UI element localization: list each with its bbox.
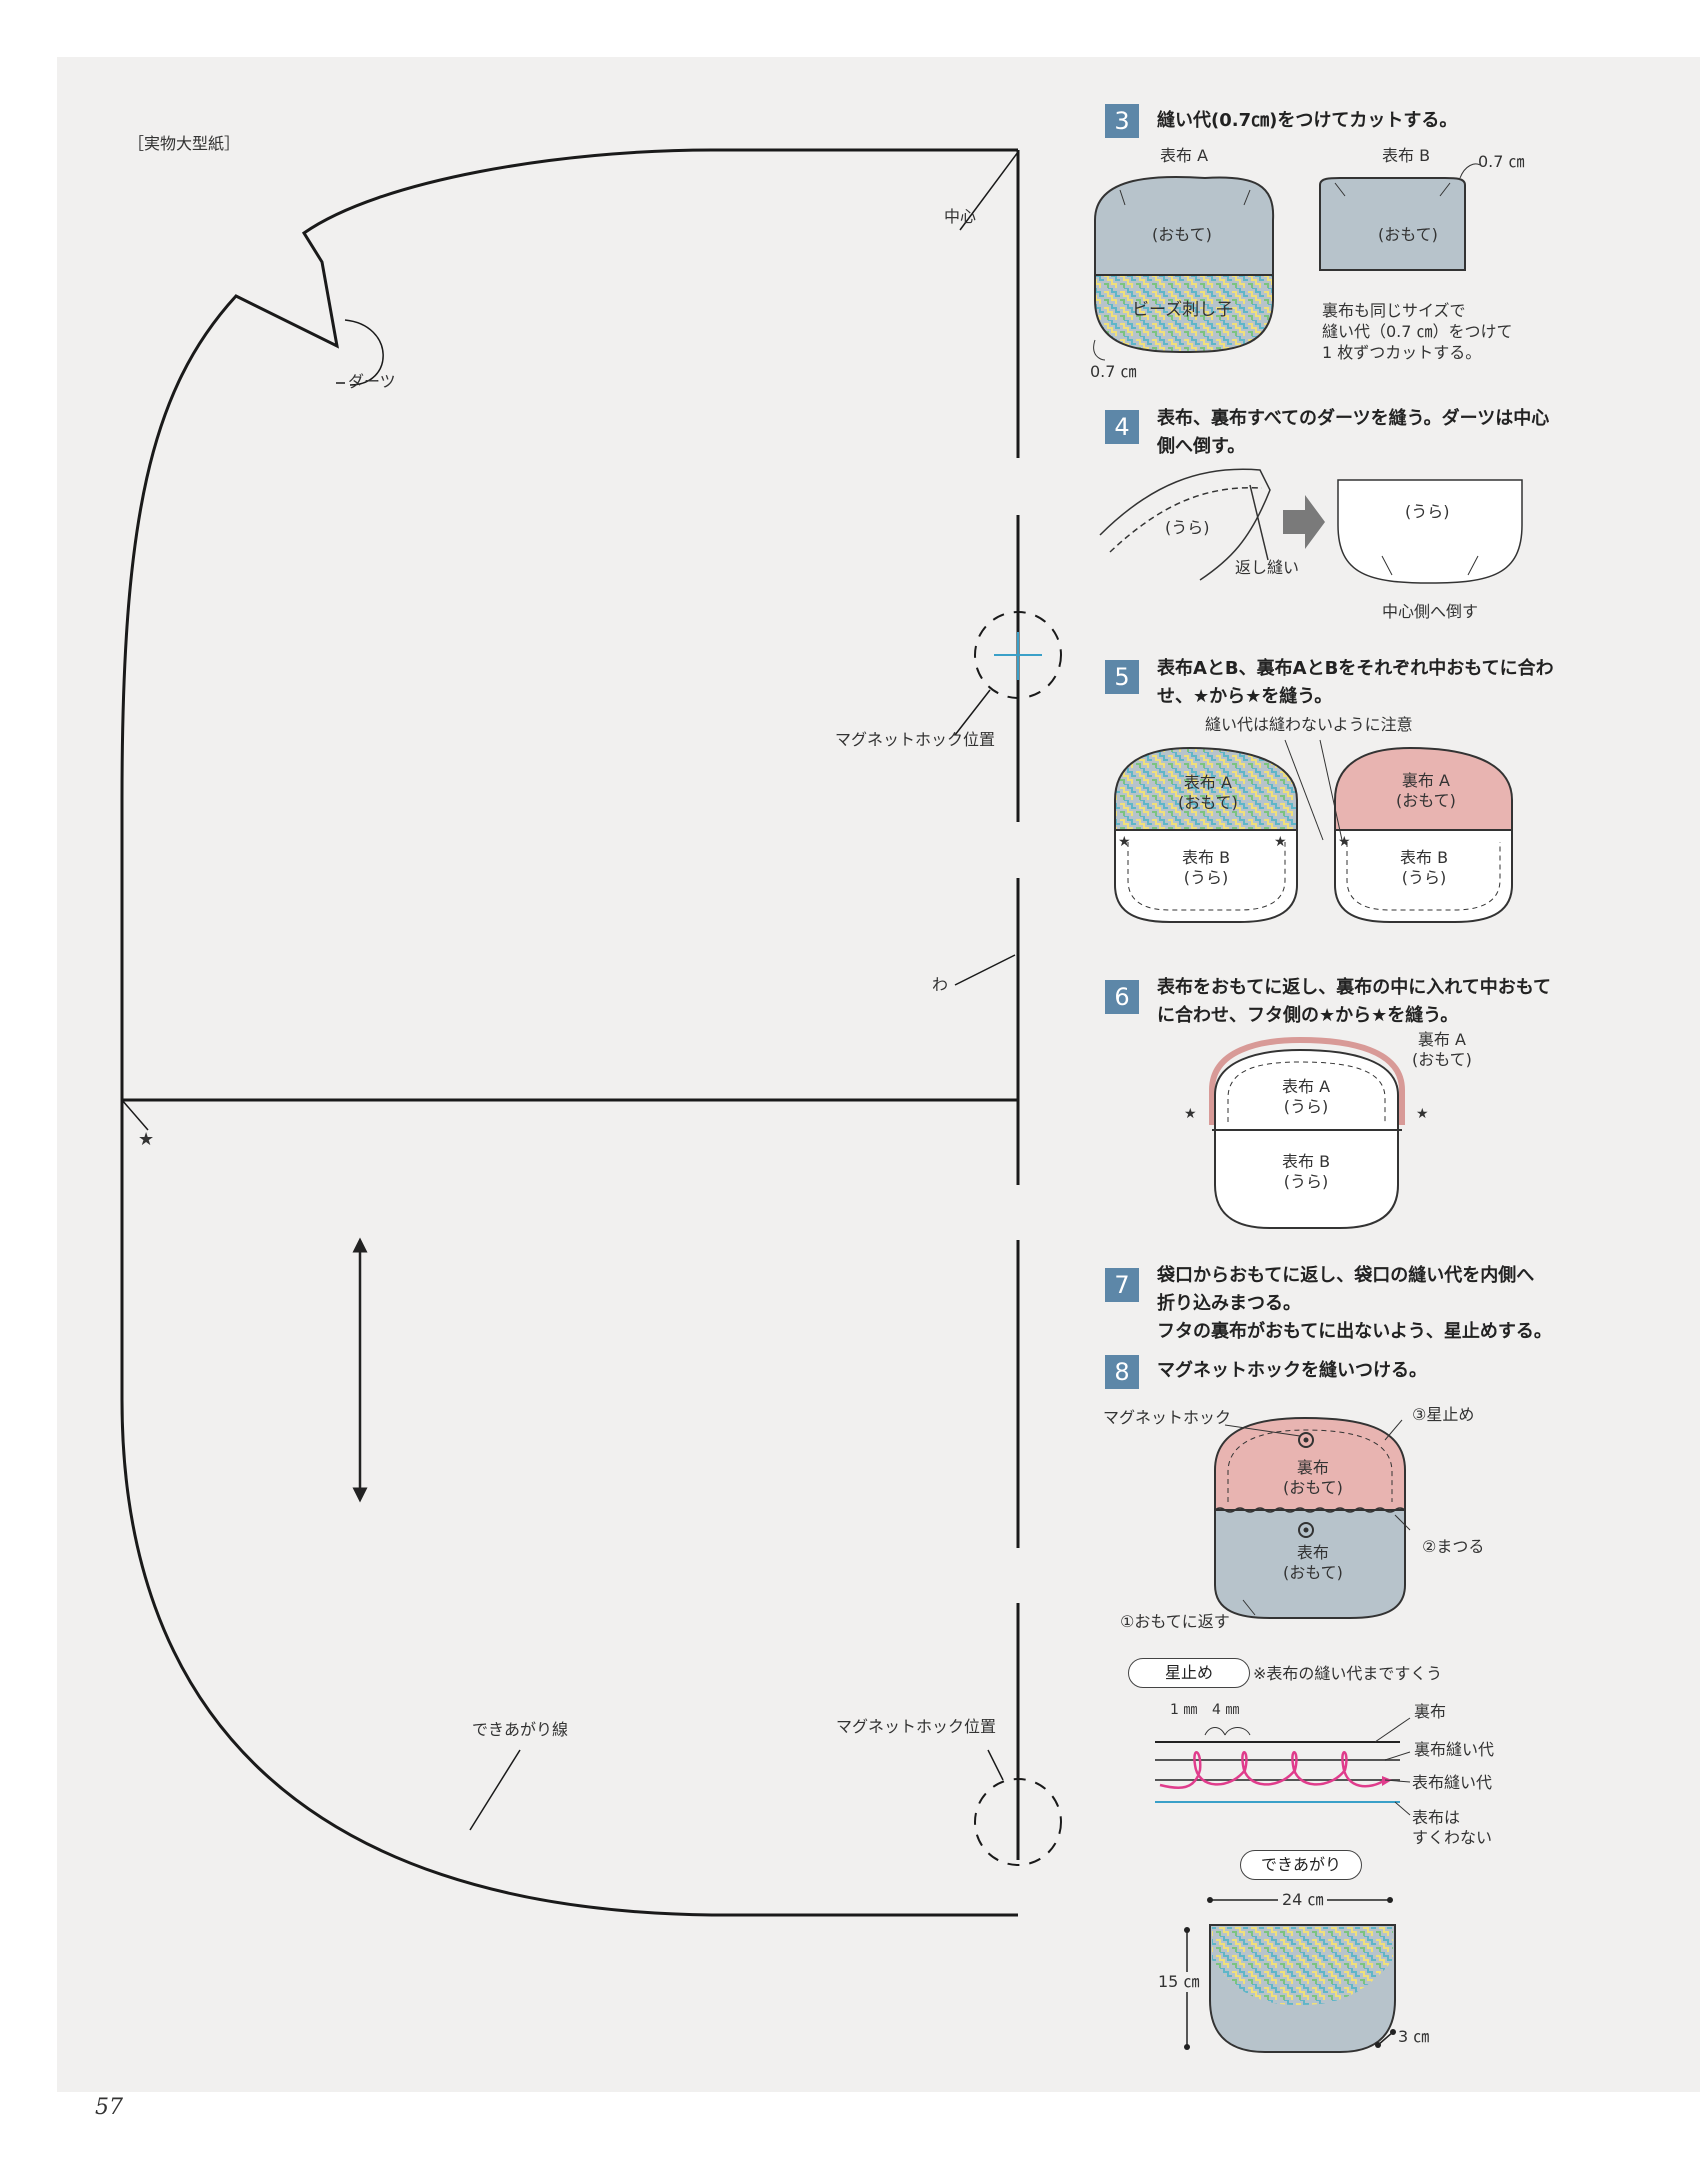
step8-turn: ①おもてに返す <box>1120 1612 1230 1631</box>
step-3-text: 縫い代(0.7㎝)をつけてカットする。 <box>1157 110 1458 131</box>
magnet-position-bottom-label: マグネットホック位置 <box>836 1717 997 1736</box>
hoshidome-l1: 裏布 <box>1414 1702 1447 1721</box>
step8-lining: 裏布(おもて) <box>1283 1458 1343 1497</box>
step-3-number: 3 <box>1105 104 1139 138</box>
finish-line-label: できあがり線 <box>472 1720 569 1739</box>
hoshidome-mm4: 4 ㎜ <box>1212 1702 1240 1718</box>
step-4-text: 表布、裏布すべてのダーツを縫う。ダーツは中心側へ倒す。 <box>1157 408 1550 457</box>
step8-magnet: マグネットホック <box>1103 1408 1232 1427</box>
hoshidome-l2: 裏布縫い代 <box>1414 1740 1495 1759</box>
step3-seam-a: 0.7 ㎝ <box>1090 362 1137 381</box>
step3-beads-label: ビーズ刺し子 <box>1132 300 1234 320</box>
step4-back-right: (うら) <box>1405 502 1450 521</box>
magnet-position-top-label: マグネットホック位置 <box>835 730 996 749</box>
step6-star-left: ★ <box>1184 1106 1197 1122</box>
star-mark: ★ <box>138 1129 155 1150</box>
hoshidome-note: ※表布の縫い代まですくう <box>1253 1664 1443 1683</box>
step6-bottom: 表布 B(うら) <box>1282 1152 1331 1191</box>
step3-front-a: (おもて) <box>1152 225 1212 244</box>
hoshidome-mm1: 1 ㎜ <box>1170 1702 1198 1718</box>
step-4-number: 4 <box>1105 410 1139 444</box>
dart-label: ダーツ <box>348 372 396 391</box>
pattern-title: ［実物大型紙］ <box>128 134 241 153</box>
step-8-text: マグネットホックを縫いつける。 <box>1157 1360 1427 1381</box>
step5-illustration <box>1114 739 1513 923</box>
step3-front-b: (おもて) <box>1378 225 1438 244</box>
step3-illustration <box>1093 163 1481 361</box>
step-6-text: 表布をおもてに返し、裏布の中に入れて中おもてに合わせ、フタ側の★から★を縫う。 <box>1157 977 1552 1026</box>
step-6-number: 6 <box>1105 980 1139 1014</box>
magnet-icon <box>1298 1432 1314 1448</box>
hoshidome-pill: 星止め <box>1128 1658 1250 1688</box>
step8-outer: 表布(おもて) <box>1283 1543 1343 1582</box>
step5-star-1: ★ <box>1118 834 1131 850</box>
finished-height: 15 ㎝ <box>1158 1972 1200 1992</box>
thread-line <box>1159 1751 1386 1789</box>
arrow-icon <box>1283 495 1325 549</box>
pattern-outline <box>120 148 1062 1917</box>
step3-label-b: 表布 B <box>1382 146 1431 165</box>
step-8-number: 8 <box>1105 1355 1139 1389</box>
step6-star-right: ★ <box>1416 1106 1429 1122</box>
step-5-number: 5 <box>1105 660 1139 694</box>
pattern-sheet <box>57 57 1700 2092</box>
step6-top: 表布 A(うら) <box>1282 1077 1331 1116</box>
step8-whip: ②まつる <box>1422 1537 1485 1556</box>
step6-lining-a: 裏布 A(おもて) <box>1412 1030 1472 1069</box>
hoshidome-l3: 表布縫い代 <box>1412 1773 1493 1792</box>
step5-left-bottom: 表布 B(うら) <box>1182 848 1231 887</box>
step-7-text: 袋口からおもてに返し、袋口の縫い代を内側へ折り込みまつる。フタの裏布がおもてに出… <box>1157 1265 1552 1342</box>
step5-left-top: 表布 A(おもて) <box>1178 773 1238 812</box>
step5-caution: 縫い代は縫わないように注意 <box>1205 715 1413 734</box>
step5-right-top: 裏布 A(おもて) <box>1396 771 1456 810</box>
step3-seam-b: 0.7 ㎝ <box>1478 152 1525 171</box>
step8-star-stitch: ③星止め <box>1412 1405 1475 1424</box>
step5-right-bottom: 表布 B(うら) <box>1400 848 1449 887</box>
step4-backstitch: 返し縫い <box>1235 558 1300 577</box>
magnet-mark-top <box>974 611 1062 699</box>
step6-illustration <box>1209 1036 1405 1229</box>
step-7-number: 7 <box>1105 1268 1139 1302</box>
page-number: 57 <box>95 2095 123 2120</box>
step4-back-left: (うら) <box>1165 518 1210 537</box>
magnet-icon-lower <box>1298 1522 1314 1538</box>
step5-star-3: ★ <box>1338 834 1351 850</box>
step4-illustration <box>1099 468 1523 584</box>
finished-illustration <box>1184 1897 1396 2053</box>
finished-depth: 3 ㎝ <box>1398 2027 1430 2046</box>
center-label: 中心 <box>944 207 977 226</box>
magnet-mark-bottom <box>974 1778 1062 1866</box>
finished-pill: できあがり <box>1240 1850 1362 1880</box>
step8-illustration <box>1214 1416 1411 1619</box>
hoshidome-diagram <box>1155 1717 1411 1816</box>
fold-label: わ <box>932 975 949 994</box>
finished-width: 24 ㎝ <box>1278 1890 1328 1910</box>
step3-label-a: 表布 A <box>1160 146 1209 165</box>
step5-star-2: ★ <box>1274 834 1287 850</box>
step4-fold-center: 中心側へ倒す <box>1382 602 1479 621</box>
step-5-text: 表布AとB、裏布AとBをそれぞれ中おもてに合わせ、★から★を縫う。 <box>1157 658 1554 707</box>
hoshidome-l4: 表布はすくわない <box>1412 1808 1493 1847</box>
